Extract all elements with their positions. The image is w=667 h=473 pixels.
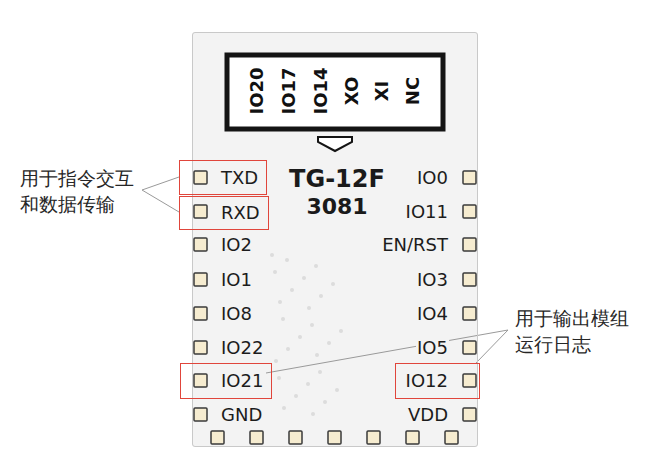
- shield-pin-name: IO14: [312, 67, 330, 114]
- pin-pad: [194, 307, 207, 320]
- module-board: [192, 32, 478, 447]
- pin-pad: [194, 408, 207, 421]
- pin-pad: [194, 273, 207, 286]
- shield-window: [227, 55, 443, 129]
- pad-group: [194, 171, 476, 444]
- pin-name: IO8: [220, 305, 253, 323]
- pin-pad: [250, 431, 263, 444]
- via-dot: [319, 294, 323, 298]
- via-dot: [327, 341, 331, 345]
- pin-name: IO2: [220, 236, 253, 254]
- via-dot: [314, 264, 318, 268]
- via-dot: [286, 347, 290, 351]
- pin-pad: [463, 205, 476, 218]
- shield-pin-name: XI: [373, 81, 391, 102]
- pin-highlight-box: IO21: [180, 363, 272, 399]
- via-dot: [339, 329, 343, 333]
- pin-name: IO0: [416, 169, 449, 187]
- via-dot: [285, 258, 289, 262]
- pin-pad: [328, 431, 341, 444]
- pin-name: EN/RST: [381, 236, 449, 254]
- pin-name: IO3: [416, 271, 449, 289]
- pin-name: IO1: [220, 271, 253, 289]
- shield-pin-name: XO: [343, 77, 361, 106]
- via-dot: [298, 335, 302, 339]
- pin-name: IO4: [416, 305, 449, 323]
- pin-name: VDD: [407, 406, 449, 424]
- pin-pad: [463, 341, 476, 354]
- pin-name: IO21: [221, 372, 263, 390]
- via-dot: [307, 306, 311, 310]
- via-dot: [294, 394, 298, 398]
- via-dot: [278, 300, 282, 304]
- via-dot: [306, 382, 310, 386]
- pin-name: IO11: [405, 203, 449, 221]
- pin-name: GND: [220, 406, 263, 424]
- leader-lines: [142, 177, 508, 373]
- callout-note: 用于输出模组运行日志: [515, 305, 633, 357]
- pin-pad: [194, 374, 207, 387]
- pin-name: TXD: [221, 169, 258, 187]
- pin-highlight-box: IO12: [395, 363, 480, 399]
- via-dot: [323, 400, 327, 404]
- via-dot: [310, 323, 314, 327]
- pin-pad: [194, 341, 207, 354]
- pin-name: RXD: [221, 204, 260, 222]
- pin-pad: [463, 408, 476, 421]
- pin-pad: [463, 171, 476, 184]
- leader-line: [142, 190, 179, 212]
- pin-pad: [194, 171, 207, 184]
- shield-pin-name: NC: [404, 77, 422, 105]
- pin-pad: [194, 238, 207, 251]
- via-dot: [282, 406, 286, 410]
- via-dot: [273, 270, 277, 274]
- leader-line: [142, 177, 179, 190]
- leader-line: [266, 330, 508, 373]
- pin-pad: [194, 205, 207, 218]
- via-group: [270, 253, 343, 416]
- pin-name: IO5: [416, 339, 449, 357]
- via-dot: [315, 353, 319, 357]
- pin-highlight-box: TXD: [179, 160, 267, 195]
- pin-pad: [445, 431, 458, 444]
- via-dot: [281, 317, 285, 321]
- shield-pin-name: IO17: [280, 67, 298, 114]
- pin-name: IO12: [406, 372, 448, 390]
- via-dot: [302, 276, 306, 280]
- via-dot: [277, 376, 281, 380]
- via-dot: [331, 282, 335, 286]
- via-dot: [335, 388, 339, 392]
- pin-pad: [289, 431, 302, 444]
- pin-pad: [463, 238, 476, 251]
- module-model: TG-12F: [289, 167, 385, 191]
- module-code: 3081: [306, 196, 367, 218]
- pin-pad: [463, 307, 476, 320]
- pin-pad: [406, 431, 419, 444]
- pin-highlight-box: RXD: [179, 196, 269, 230]
- pin1-marker: [318, 137, 352, 151]
- pin-pad: [463, 374, 476, 387]
- pin-pad: [211, 431, 224, 444]
- via-dot: [290, 288, 294, 292]
- pin-pad: [367, 431, 380, 444]
- pin-pad: [463, 273, 476, 286]
- via-dot: [311, 412, 315, 416]
- via-dot: [318, 370, 322, 374]
- shield-pin-name: IO20: [248, 67, 266, 114]
- via-dot: [270, 253, 274, 257]
- pin-name: IO22: [220, 339, 264, 357]
- via-dot: [274, 359, 278, 363]
- callout-note: 用于指令交互和数据传输: [20, 165, 138, 217]
